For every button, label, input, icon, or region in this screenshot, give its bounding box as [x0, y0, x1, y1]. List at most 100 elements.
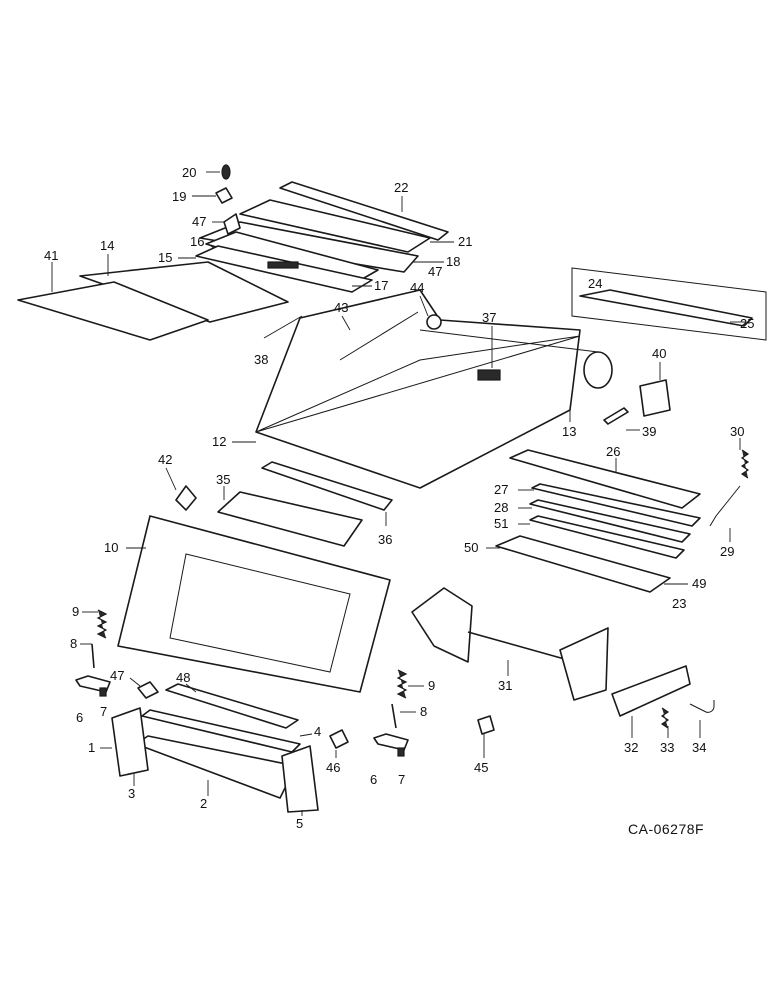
part-9-spring-left — [96, 609, 108, 639]
leader-43 — [419, 295, 429, 317]
callout-7-left: 7 — [100, 704, 107, 719]
callout-18: 19 — [172, 189, 186, 204]
part-9-spring-right — [396, 669, 408, 699]
part-19-spring — [221, 164, 231, 180]
part-1-end — [111, 707, 149, 777]
part-5-end — [281, 745, 319, 813]
callout-32: 33 — [660, 740, 674, 755]
left-hardware — [75, 609, 409, 757]
part-8-bolt-left — [91, 643, 95, 669]
callout-33: 34 — [692, 740, 706, 755]
part-30-shaft — [467, 631, 569, 661]
leader-48 — [185, 683, 197, 693]
part-46-clip — [137, 681, 159, 699]
callout-51: 51 — [494, 516, 508, 531]
bottom-assembly — [111, 681, 495, 813]
callout-14: 15 — [158, 250, 172, 265]
part-29-spring — [740, 449, 750, 479]
callout-16: 17 — [374, 278, 388, 293]
callout-50: 50 — [464, 540, 478, 555]
callout-31: 32 — [624, 740, 638, 755]
part-39-bracket — [639, 379, 671, 417]
part-25-cover — [509, 449, 701, 509]
callout-45: 46 — [326, 760, 340, 775]
callout-9-right: 9 — [428, 678, 435, 693]
part-10-frame-inner — [169, 553, 351, 673]
rear-plate-stack — [495, 379, 750, 593]
part-42-stripe — [339, 311, 419, 361]
callout-4: 4 — [314, 724, 321, 739]
part-51-strip — [529, 515, 685, 559]
callout-12: 13 — [562, 424, 576, 439]
callout-11: 12 — [212, 434, 226, 449]
callout-2: 2 — [200, 796, 207, 811]
leader-lines — [51, 171, 746, 816]
callout-24: 25 — [740, 316, 754, 331]
callout-49: 49 — [692, 576, 706, 591]
callout-40: 41 — [44, 248, 58, 263]
callout-13: 14 — [100, 238, 114, 253]
part-20-plate — [239, 199, 431, 253]
callout-labels: 20 19 47 16 15 14 41 22 21 18 47 17 44 4… — [44, 165, 754, 831]
part-40-plate — [17, 281, 209, 341]
part-11-hood-side — [255, 335, 581, 433]
part-38-pin — [603, 407, 629, 425]
callout-26: 27 — [494, 482, 508, 497]
inset-strip-box — [571, 267, 767, 341]
part-28-chain — [709, 485, 741, 527]
callout-6-right: 6 — [370, 772, 377, 787]
callout-28: 29 — [720, 544, 734, 559]
leader-41 — [165, 467, 177, 491]
callout-29: 30 — [730, 424, 744, 439]
part-33-hook — [689, 700, 715, 713]
callout-21: 22 — [394, 180, 408, 195]
lower-housing — [117, 461, 393, 693]
leader-15 — [207, 243, 215, 249]
part-27-strip — [529, 499, 691, 543]
callout-38: 39 — [642, 424, 656, 439]
callout-41: 42 — [158, 452, 172, 467]
callout-3: 3 — [128, 786, 135, 801]
callout-34: 35 — [216, 472, 230, 487]
leader-37 — [263, 315, 303, 339]
callout-20: 21 — [458, 234, 472, 249]
callout-43: 44 — [410, 280, 424, 295]
callout-6-left: 6 — [76, 710, 83, 725]
callout-8-left: 8 — [70, 636, 77, 651]
part-36-label — [477, 369, 501, 381]
axle-assembly — [411, 587, 715, 729]
leader-46 — [129, 677, 141, 687]
part-35-beam — [261, 461, 393, 511]
part-12-tube — [583, 351, 613, 389]
callout-15: 16 — [190, 234, 204, 249]
leader-42 — [341, 315, 351, 331]
callout-30: 31 — [498, 678, 512, 693]
part-10-frame — [117, 515, 391, 693]
callout-48: 48 — [176, 670, 190, 685]
part-7-nut-right — [397, 747, 405, 757]
part-16-block — [267, 261, 299, 269]
figure-reference: CA-06278F — [628, 821, 704, 837]
part-23-strip — [579, 289, 753, 327]
part-32-spring — [660, 707, 670, 729]
callout-7-right: 7 — [398, 772, 405, 787]
callout-44: 45 — [474, 760, 488, 775]
part-34-panel — [217, 491, 363, 547]
callout-25: 26 — [606, 444, 620, 459]
part-4-bar — [141, 709, 301, 753]
part-45-clip — [329, 729, 349, 749]
callout-42: 43 — [334, 300, 348, 315]
part-48-bar — [165, 683, 299, 729]
part-21-strip — [279, 181, 449, 241]
callout-19: 20 — [182, 165, 196, 180]
callout-9-left: 9 — [72, 604, 79, 619]
part-18-clip — [215, 187, 233, 204]
part-44-clip — [477, 715, 495, 735]
callout-10: 10 — [104, 540, 118, 555]
callout-35: 36 — [378, 532, 392, 547]
callout-23: 24 — [588, 276, 602, 291]
callout-17: 18 — [446, 254, 460, 269]
part-14-strip — [195, 245, 373, 293]
part-12-shaft — [419, 329, 599, 353]
